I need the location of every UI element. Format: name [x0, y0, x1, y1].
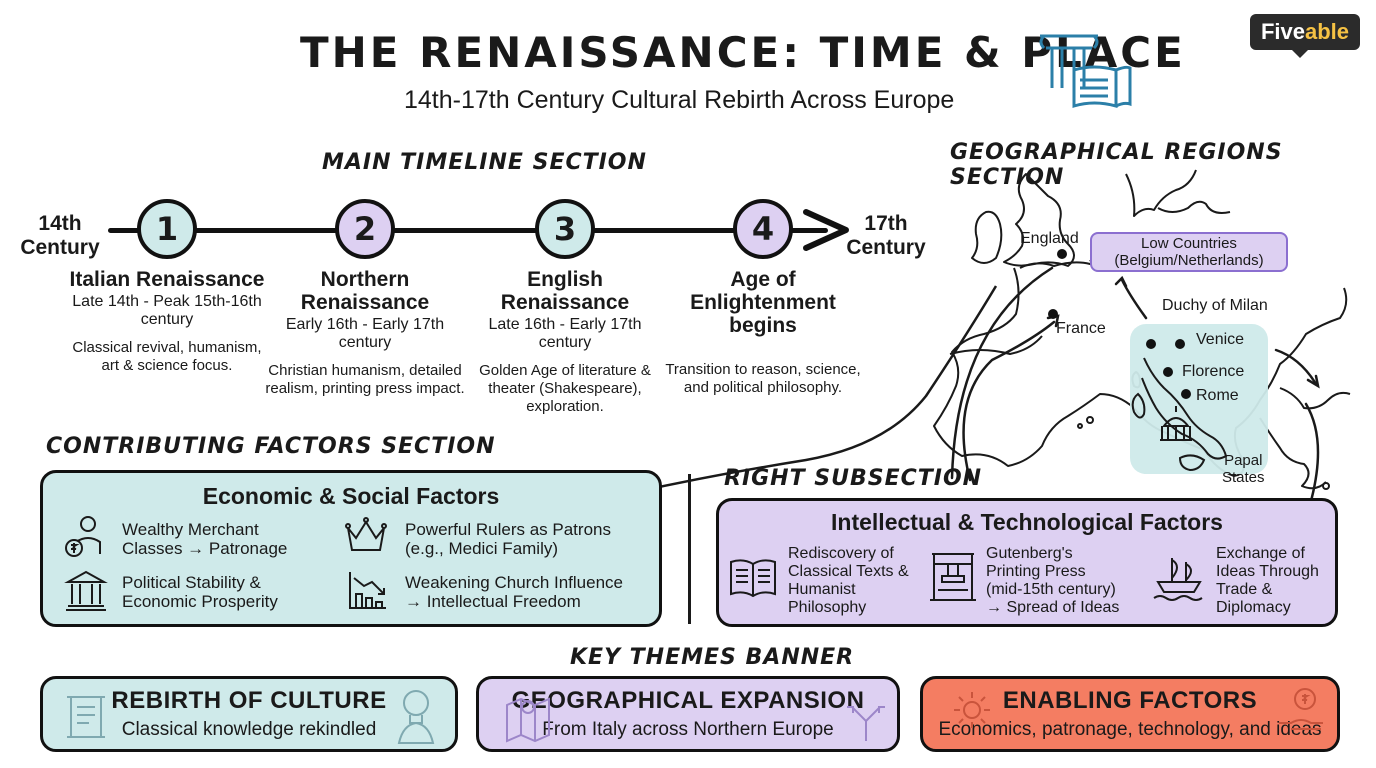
theme-title: ENABLING FACTORS: [1002, 687, 1258, 714]
stage-title: Age of Enlightenment begins: [690, 268, 836, 337]
page-subtitle: 14th-17th Century Cultural Rebirth Acros…: [404, 86, 955, 114]
stage-english-renaissance: English Renaissance Late 16th - Early 17…: [465, 268, 665, 416]
contributing-section-label: CONTRIBUTING FACTORS SECTION: [46, 434, 496, 459]
stage-italian-renaissance: Italian Renaissance Late 14th - Peak 15t…: [67, 268, 267, 375]
stage-description: Transition to reason, science, and polit…: [665, 361, 861, 396]
diverging-arrows-icon: [847, 706, 885, 741]
geography-section-label: GEOGRAPHICAL REGIONS SECTION: [950, 140, 1283, 190]
dome-icon: [1160, 406, 1192, 441]
stage-dates: Late 14th - Peak 15th-16th century: [72, 293, 262, 328]
scroll-icon: [67, 696, 105, 738]
europe-map: [933, 169, 1351, 498]
theme-subtitle: Classical knowledge rekindled: [121, 719, 377, 740]
factor-powerful-rulers: Powerful Rulers as Patrons(e.g., Medici …: [405, 520, 611, 558]
stage-dates: Early 16th - Early 17th century: [285, 316, 445, 351]
intellectual-technological-factors-panel: Intellectual & Technological Factors: [716, 498, 1338, 627]
merchant-icon: [65, 516, 101, 557]
map-label-france: France: [1056, 320, 1106, 337]
factor-weakening-church: Weakening Church Influence→ Intellectual…: [405, 573, 623, 611]
stage-2-marker: 2: [335, 199, 395, 259]
panel-title: Intellectual & Technological Factors: [831, 509, 1223, 535]
stage-1-marker: 1: [137, 199, 197, 259]
theme-subtitle: From Italy across Northern Europe: [542, 719, 834, 740]
declining-chart-icon: [349, 572, 386, 609]
map-label-venice: Venice: [1196, 331, 1245, 348]
stage-3-marker: 3: [535, 199, 595, 259]
low-countries-highlight: [1090, 232, 1288, 272]
stage-age-of-enlightenment: Age of Enlightenment begins Transition t…: [663, 268, 863, 397]
panel-title: Economic & Social Factors: [202, 483, 500, 509]
classical-bust-icon: [397, 690, 435, 744]
ship-icon: [1153, 558, 1203, 601]
stage-title: Northern Renaissance: [300, 268, 430, 314]
theme-title: REBIRTH OF CULTURE: [111, 687, 387, 714]
stage-title: Italian Renaissance: [69, 268, 265, 291]
map-label-rome: Rome: [1196, 387, 1239, 404]
crown-icon: [345, 517, 387, 551]
map-pin-icon: [506, 697, 550, 743]
open-book-icon: [730, 559, 776, 598]
timeline-line: [108, 228, 828, 233]
stage-description: Christian humanism, detailed realism, pr…: [265, 362, 465, 397]
column-book-icon: [1039, 34, 1132, 109]
theme-geographical-expansion: GEOGRAPHICAL EXPANSION From Italy across…: [476, 676, 900, 752]
map-label-florence: Florence: [1182, 363, 1245, 380]
timeline-section-label: MAIN TIMELINE SECTION: [322, 150, 647, 175]
fiveable-logo: Fiveable: [1250, 14, 1360, 50]
page-title: THE RENAISSANCE: TIME & PLACE: [300, 28, 1186, 77]
timeline-arrowhead-icon: [803, 209, 849, 251]
stage-description: Classical revival, humanism, art & scien…: [72, 339, 262, 374]
theme-title: GEOGRAPHICAL EXPANSION: [511, 687, 865, 714]
section-divider: [688, 474, 691, 624]
logo-tail: [1290, 48, 1310, 58]
theme-rebirth-of-culture: REBIRTH OF CULTURE Classical knowledge r…: [40, 676, 458, 752]
stage-northern-renaissance: Northern Renaissance Early 16th - Early …: [265, 268, 465, 398]
gears-icon: [954, 692, 990, 728]
stage-dates: Late 16th - Early 17th century: [488, 316, 642, 351]
theme-enabling-factors: ENABLING FACTORS Economics, patronage, t…: [920, 676, 1340, 752]
money-hand-icon: [1279, 688, 1323, 730]
stage-4-marker: 4: [733, 199, 793, 259]
government-building-icon: [64, 570, 108, 611]
map-label-low-countries: Low Countries(Belgium/Netherlands): [1114, 235, 1264, 269]
factor-political-stability: Political Stability &Economic Prosperity: [122, 573, 278, 611]
theme-subtitle: Economics, patronage, technology, and id…: [938, 719, 1322, 740]
map-label-england: England: [1020, 230, 1079, 247]
map-label-milan: Duchy of Milan: [1162, 297, 1268, 314]
themes-section-label: KEY THEMES BANNER: [570, 645, 855, 670]
stage-description: Golden Age of literature & theater (Shak…: [479, 362, 651, 415]
right-subsection-label: RIGHT SUBSECTION: [724, 466, 983, 491]
printing-press-icon: [930, 553, 976, 601]
stage-title: English Renaissance: [500, 268, 630, 314]
